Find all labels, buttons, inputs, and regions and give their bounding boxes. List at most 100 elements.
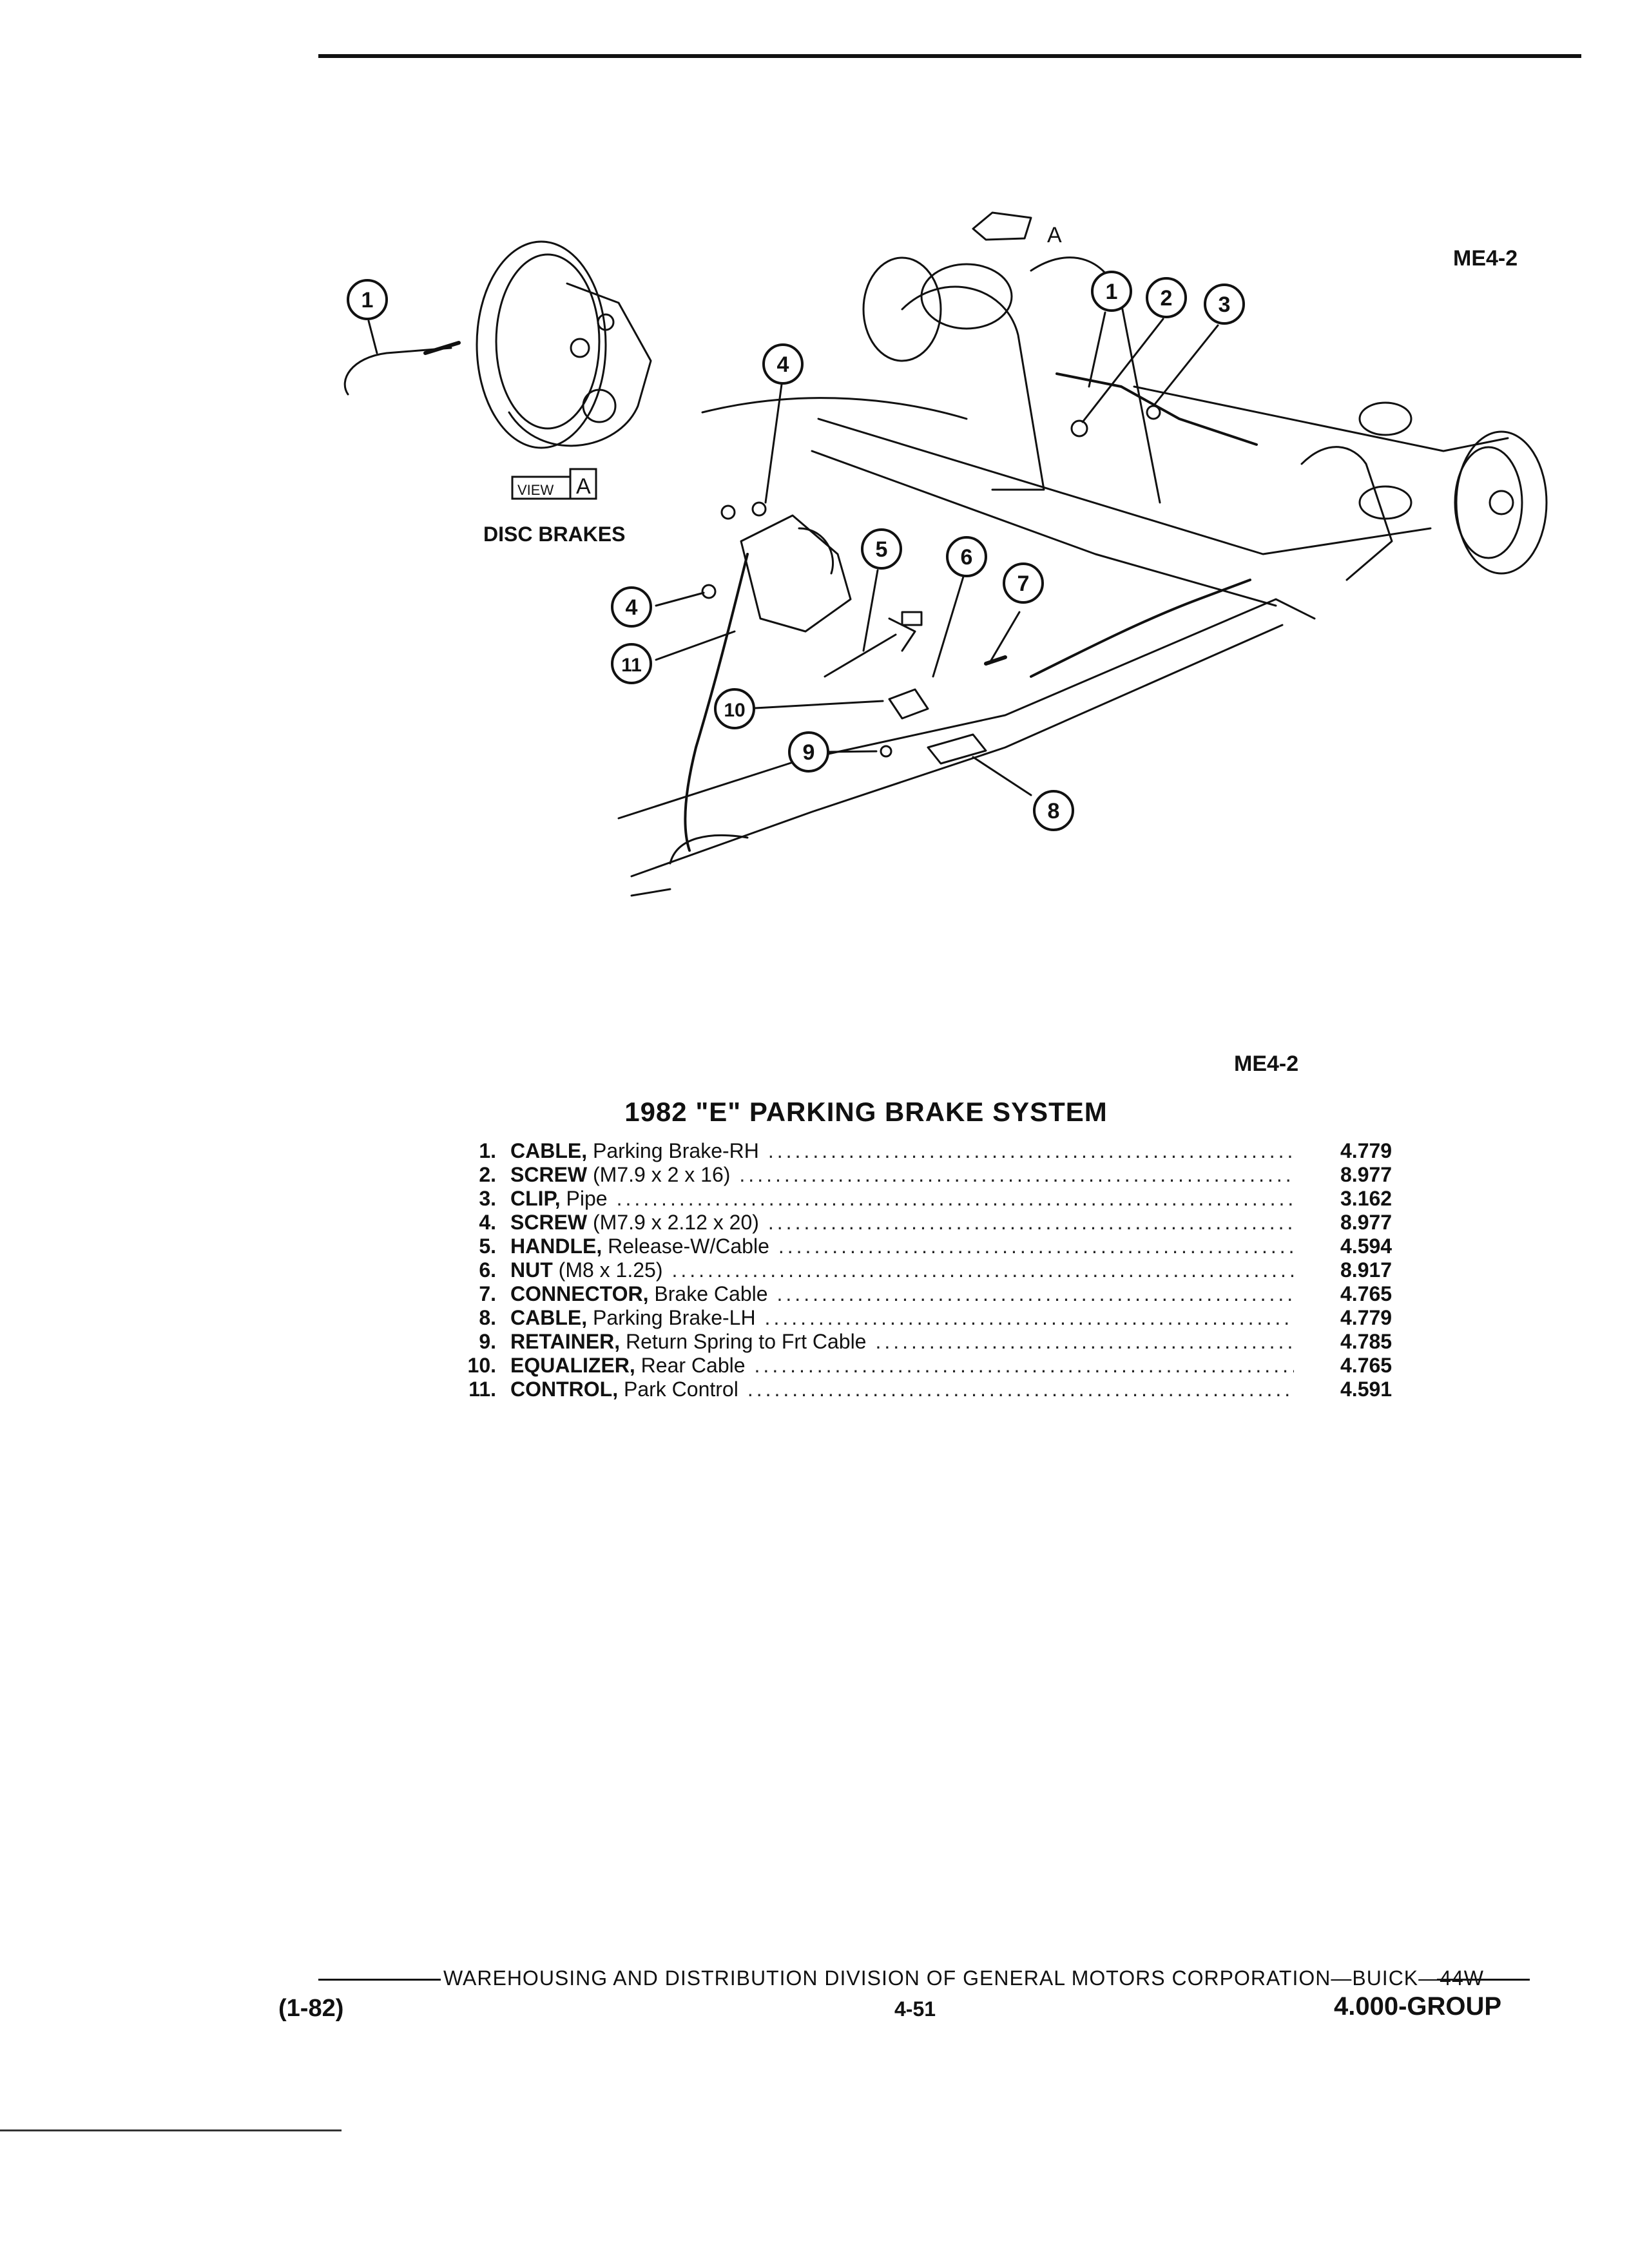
part-row: 9.RETAINER, Return Spring to Frt Cable4.… bbox=[451, 1330, 1418, 1354]
part-name: NUT bbox=[510, 1258, 553, 1282]
part-description: EQUALIZER, Rear Cable bbox=[510, 1354, 746, 1378]
parking-brake-diagram: 1 1 2 3 4 4 5 6 bbox=[0, 0, 1629, 966]
part-row: 1.CABLE, Parking Brake-RH4.779 bbox=[451, 1139, 1418, 1163]
footer-date: (1-82) bbox=[278, 1995, 344, 2022]
dot-leader bbox=[778, 1235, 1294, 1258]
part-number: 6. bbox=[479, 1258, 496, 1282]
part-name: RETAINER, bbox=[510, 1330, 621, 1353]
part-row: 5.HANDLE, Release-W/Cable4.594 bbox=[451, 1235, 1418, 1258]
view-arrow-letter: A bbox=[1047, 223, 1062, 247]
footer-group: 4.000-GROUP bbox=[1334, 1992, 1502, 2021]
part-number: 8. bbox=[479, 1306, 496, 1329]
part-description: CONNECTOR, Brake Cable bbox=[510, 1282, 768, 1306]
figure-code-top: ME4-2 bbox=[1453, 246, 1518, 271]
part-detail: (M7.9 x 2.12 x 20) bbox=[593, 1211, 759, 1234]
part-group-code: 8.977 bbox=[1340, 1163, 1393, 1186]
dot-leader bbox=[755, 1354, 1294, 1378]
part-row: 8. CABLE, Parking Brake-LH 4.779 bbox=[451, 1306, 1418, 1330]
callout-4-upper: 4 bbox=[762, 343, 804, 385]
dot-leader bbox=[875, 1330, 1294, 1354]
callout-8: 8 bbox=[1033, 790, 1074, 831]
lh-cable-drawing bbox=[1030, 579, 1251, 678]
callout-9: 9 bbox=[788, 731, 829, 773]
part-number: 3. bbox=[479, 1187, 496, 1210]
dot-leader bbox=[768, 1211, 1294, 1235]
callout-5-label: 5 bbox=[876, 537, 888, 562]
part-description: SCREW (M7.9 x 2.12 x 20) bbox=[510, 1211, 759, 1235]
handle-drawing bbox=[888, 617, 916, 652]
figure-code-bottom: ME4-2 bbox=[1234, 1052, 1299, 1076]
rh-cable-drawing bbox=[1055, 372, 1258, 446]
callout-6-label: 6 bbox=[961, 545, 973, 570]
callout-1-inset-label: 1 bbox=[361, 288, 374, 312]
callout-1-inset: 1 bbox=[347, 279, 388, 320]
part-name: SCREW bbox=[510, 1211, 588, 1234]
disc-rotor-drawing bbox=[476, 240, 607, 449]
part-group-code: 8.917 bbox=[1340, 1258, 1393, 1282]
part-name: CONNECTOR, bbox=[510, 1282, 649, 1305]
callout-5: 5 bbox=[861, 528, 902, 570]
footer-page-number: 4-51 bbox=[894, 1997, 936, 2021]
callout-4-lower: 4 bbox=[611, 586, 652, 628]
front-drum-drawing bbox=[862, 256, 942, 362]
inset-cable-end bbox=[423, 341, 461, 355]
part-detail: Parking Brake-RH bbox=[593, 1139, 759, 1162]
part-row: 4.SCREW (M7.9 x 2.12 x 20)8.977 bbox=[451, 1211, 1418, 1235]
part-detail: Release-W/Cable bbox=[608, 1235, 769, 1258]
part-description: HANDLE, Release-W/Cable bbox=[510, 1235, 769, 1258]
callout-9-label: 9 bbox=[803, 740, 815, 765]
part-detail: Parking Brake-LH bbox=[593, 1306, 756, 1329]
part-detail: (M8 x 1.25) bbox=[558, 1258, 663, 1282]
part-group-code: 4.779 bbox=[1340, 1139, 1393, 1162]
dot-leader bbox=[739, 1163, 1294, 1187]
part-row: 7.CONNECTOR, Brake Cable4.765 bbox=[451, 1282, 1418, 1306]
callout-10: 10 bbox=[714, 688, 755, 729]
part-detail: (M7.9 x 2 x 16) bbox=[593, 1163, 731, 1186]
callout-8-label: 8 bbox=[1048, 799, 1060, 823]
part-name: CLIP, bbox=[510, 1187, 561, 1210]
callout-3-label: 3 bbox=[1219, 293, 1231, 317]
part-description: SCREW (M7.9 x 2 x 16) bbox=[510, 1163, 730, 1187]
part-row: 11.CONTROL, Park Control4.591 bbox=[451, 1378, 1418, 1401]
view-label-letter: A bbox=[576, 474, 591, 499]
callout-1: 1 bbox=[1091, 271, 1132, 312]
callout-11: 11 bbox=[611, 643, 652, 684]
part-group-code: 4.765 bbox=[1340, 1354, 1393, 1377]
callout-2: 2 bbox=[1146, 277, 1187, 318]
callout-7-label: 7 bbox=[1017, 572, 1030, 596]
caliper-drawing bbox=[508, 282, 652, 447]
part-row: 2.SCREW (M7.9 x 2 x 16)8.977 bbox=[451, 1163, 1418, 1187]
disc-brakes-label: DISC BRAKES bbox=[483, 523, 625, 546]
lh-cable-end-drawing bbox=[927, 733, 987, 765]
retainer-drawing bbox=[880, 745, 892, 758]
part-row: 10.EQUALIZER, Rear Cable4.765 bbox=[451, 1354, 1418, 1378]
dot-leader bbox=[617, 1187, 1294, 1211]
dot-leader bbox=[747, 1378, 1294, 1401]
diagram-svg: 1 1 2 3 4 4 5 6 bbox=[343, 211, 1548, 897]
dot-leader bbox=[671, 1258, 1294, 1282]
part-detail: Pipe bbox=[566, 1187, 608, 1210]
footer-rule-left bbox=[318, 1979, 441, 1981]
part-detail: Brake Cable bbox=[654, 1282, 768, 1305]
part-detail: Park Control bbox=[623, 1378, 738, 1401]
part-number: 1. bbox=[479, 1139, 496, 1162]
dot-leader bbox=[777, 1282, 1294, 1306]
part-number: 4. bbox=[479, 1211, 496, 1234]
part-name: CABLE, bbox=[510, 1306, 588, 1329]
frame-rail-lower bbox=[617, 598, 1316, 820]
part-name: SCREW bbox=[510, 1163, 588, 1186]
part-detail: Rear Cable bbox=[641, 1354, 746, 1377]
part-group-code: 4.779 bbox=[1340, 1306, 1393, 1329]
part-description: CLIP, Pipe bbox=[510, 1187, 608, 1211]
part-number: 9. bbox=[479, 1330, 496, 1353]
part-number: 7. bbox=[479, 1282, 496, 1305]
callout-3: 3 bbox=[1204, 284, 1245, 325]
footer-rule-right bbox=[1437, 1979, 1530, 1981]
bottom-rule bbox=[0, 2129, 342, 2131]
view-arrow-icon bbox=[972, 211, 1032, 241]
callout-1-label: 1 bbox=[1106, 280, 1118, 304]
part-group-code: 4.785 bbox=[1340, 1330, 1393, 1353]
release-cable-drawing bbox=[684, 553, 749, 852]
dot-leader bbox=[765, 1306, 1294, 1330]
